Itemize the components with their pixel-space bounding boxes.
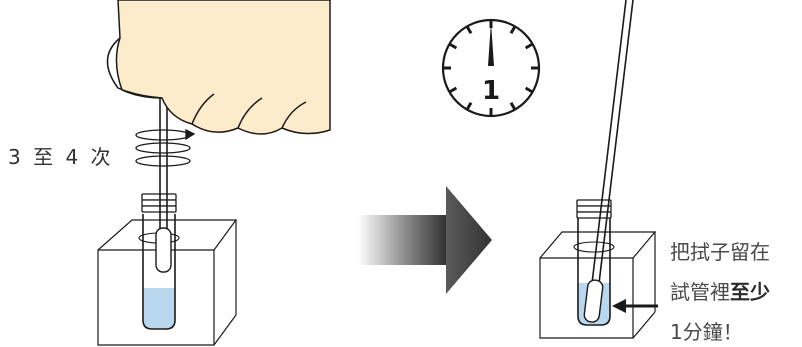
caption-line-2-text: 試管裡 [670,280,730,304]
rotation-coil [135,128,196,167]
clock-number: 1 [482,76,500,106]
gloved-hand [106,0,331,135]
rotation-count-label: 3 至 4 次 [8,145,114,169]
caption-emphasis: 至少 [730,280,770,304]
left-panel [97,0,331,346]
caption-line-2: 試管裡至少 [670,272,802,312]
swab-head-right [583,279,604,323]
tube-liquid-left [143,288,175,329]
instruction-caption: 把拭子留在 試管裡至少 1分鐘！ [670,232,802,347]
clock-icon: 1 [441,18,541,118]
tube-thread-left [141,193,177,213]
swab-head-left [155,227,172,273]
caption-line-3: 1分鐘！ [670,320,743,344]
tube-thread-right [576,199,612,219]
progress-arrow [358,186,492,294]
caption-line-1: 把拭子留在 [670,240,770,264]
clock-hand [488,22,494,66]
swab-right [583,0,634,323]
tube-body-left [142,214,176,330]
right-panel: 1 [441,0,658,339]
pointer-arrow [612,299,658,313]
tube-body-right [577,218,611,326]
